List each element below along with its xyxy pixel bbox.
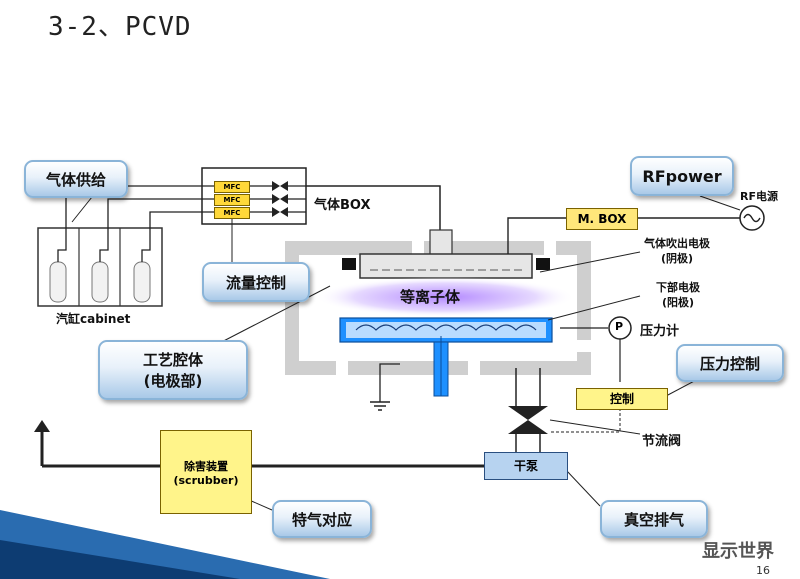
- upper-electrode: [359, 253, 533, 279]
- lower-electrode-label: 下部电极 (阳极): [656, 281, 700, 309]
- heater-coil: [355, 324, 537, 331]
- mfc-2: MFC: [214, 194, 250, 206]
- callout-vacuum-exhaust: 真空排气: [600, 500, 708, 538]
- callout-process-chamber: 工艺腔体 (电极部): [98, 340, 248, 400]
- throttle-valve-icon: [508, 406, 548, 420]
- valve-icon: [272, 194, 280, 204]
- rf-source-label: RF电源: [740, 190, 778, 203]
- mfc-1: MFC: [214, 181, 250, 193]
- gas-cylinder: [133, 261, 151, 303]
- watermark: 显示世界: [702, 541, 774, 562]
- gas-box-label: 气体BOX: [314, 198, 371, 213]
- scrubber: 除害装置 (scrubber): [160, 430, 252, 514]
- m-box: M. BOX: [566, 208, 638, 230]
- pressure-gauge-symbol: P: [615, 320, 624, 333]
- plasma-label: 等离子体: [400, 288, 461, 306]
- callout-gas-supply: 气体供给: [24, 160, 128, 198]
- gas-box: [201, 167, 307, 225]
- insulator: [342, 258, 356, 270]
- valve-icon: [272, 207, 280, 217]
- gas-cylinder: [91, 261, 109, 303]
- page-title: 3-2、PCVD: [48, 12, 192, 42]
- page-number: 16: [756, 564, 770, 577]
- exhaust-arrow-icon: [34, 420, 50, 432]
- callout-gas-treatment: 特气对应: [272, 500, 372, 538]
- dry-pump: 干泵: [484, 452, 568, 480]
- cabinet-label: 汽缸cabinet: [56, 312, 131, 326]
- callout-pressure-control: 压力控制: [676, 344, 784, 382]
- control-box: 控制: [576, 388, 668, 410]
- callout-flow-control: 流量控制: [202, 262, 310, 302]
- upper-electrode-label: 气体吹出电极 (阴极): [644, 237, 710, 265]
- gas-inlet-pipe: [429, 229, 453, 257]
- plasma-glow: [315, 277, 575, 317]
- valve-icon: [272, 181, 280, 191]
- insulator: [536, 258, 550, 270]
- gas-cylinder: [49, 261, 67, 303]
- mfc-3: MFC: [214, 207, 250, 219]
- throttle-valve-label: 节流阀: [642, 434, 682, 449]
- pressure-gauge-label: 压力计: [640, 324, 680, 339]
- callout-rf-power: RFpower: [630, 156, 734, 196]
